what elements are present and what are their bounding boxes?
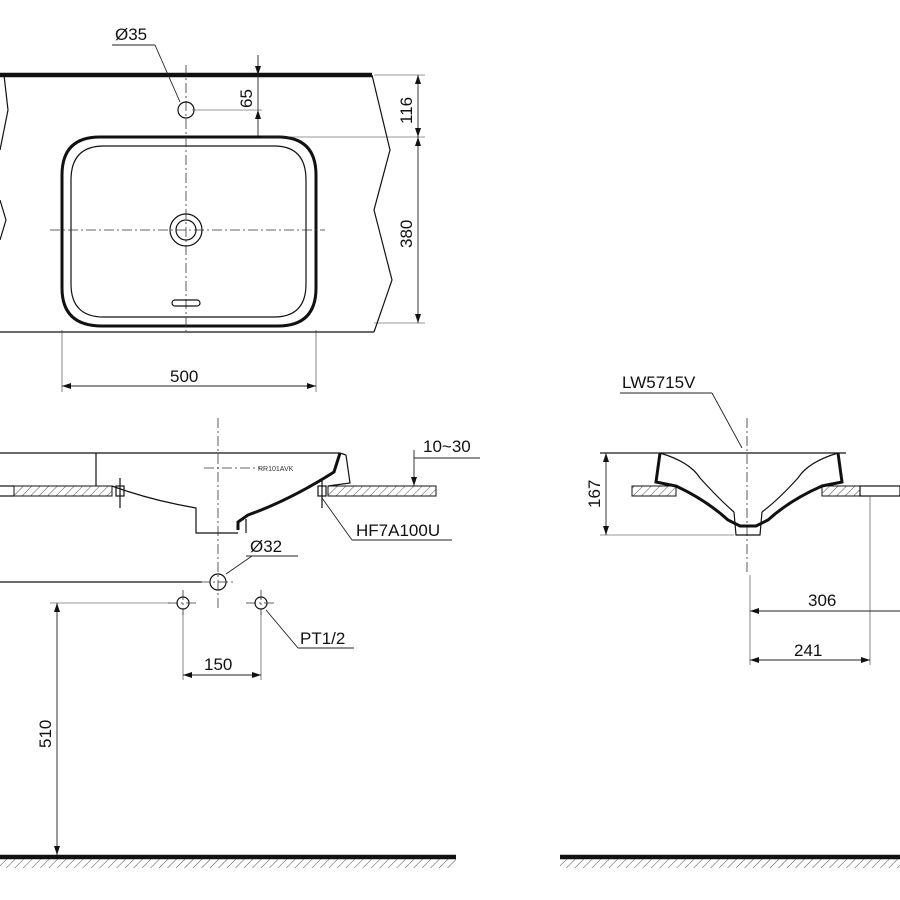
pt-half-label: PT1/2 xyxy=(300,629,345,648)
basin-inner-outline xyxy=(70,145,307,318)
dim-510-label: 510 xyxy=(36,720,55,748)
basin-mark-text: RR101AVK xyxy=(258,466,294,473)
side-slab-right xyxy=(821,485,861,497)
plan-view: Ø35 65 116 380 500 xyxy=(0,25,425,392)
drain-outer-icon xyxy=(169,213,203,247)
dim-380-label: 380 xyxy=(397,220,416,248)
dim-116-label: 116 xyxy=(397,97,416,124)
countertop-slab-right xyxy=(327,485,437,497)
countertop-left-break-lower xyxy=(0,199,7,241)
dia35-label: Ø35 xyxy=(115,25,147,44)
dia35-leader xyxy=(154,44,181,103)
front-section-view: RR101AVK 10~30 HF7A100U Ø32 xyxy=(0,418,480,868)
floor-hatch-right xyxy=(560,859,900,868)
countertop-slab-left xyxy=(13,485,113,497)
drain-inner-icon xyxy=(175,219,197,241)
dim-167-label: 167 xyxy=(585,480,604,508)
dim-306-label: 306 xyxy=(808,591,836,610)
dia32-label: Ø32 xyxy=(250,537,282,556)
dim-65-label: 65 xyxy=(237,89,256,108)
model-basin-label: LW5715V xyxy=(622,373,696,392)
dim-241-label: 241 xyxy=(794,641,822,660)
floor-hatch-left xyxy=(0,859,456,868)
dim-150-label: 150 xyxy=(204,655,232,674)
side-bowl-profile xyxy=(654,452,844,528)
side-slab-left xyxy=(631,485,677,497)
basin-bowl-profile xyxy=(236,452,342,530)
overflow-slot-icon xyxy=(171,299,201,307)
dim-10-30-label: 10~30 xyxy=(423,437,471,456)
fixing-bolt-right xyxy=(317,478,327,508)
countertop-right-break xyxy=(371,74,393,333)
side-section-view: LW5715V 167 306 241 xyxy=(560,373,900,868)
fixing-bolt-left xyxy=(115,478,125,508)
basin-outer-outline xyxy=(60,135,318,328)
model-drain-label: HF7A100U xyxy=(356,521,440,540)
dim-500-label: 500 xyxy=(170,367,198,386)
countertop-left-break xyxy=(0,74,9,151)
